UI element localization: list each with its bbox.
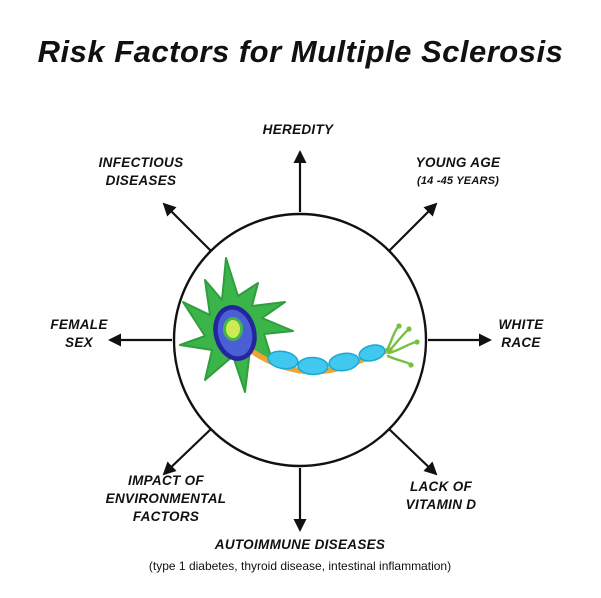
radiating-arrows: [108, 150, 492, 532]
arrow-bottom-left: [162, 428, 212, 476]
factor-label-autoimmune-diseases: AUTOIMMUNE DISEASES (type 1 diabetes, th…: [149, 536, 451, 573]
factor-line: LACK OF: [409, 479, 473, 494]
central-circle: [172, 212, 428, 468]
factor-label-female-sex: FEMALE SEX: [50, 316, 107, 352]
arrow-top-right: [388, 202, 438, 252]
factor-label-white-race: WHITE RACE: [499, 316, 544, 352]
factor-label-infectious-diseases: INFECTIOUS DISEASES: [99, 154, 184, 190]
arrow-top-left: [162, 202, 212, 252]
page-title: Risk Factors for Multiple Sclerosis: [37, 34, 564, 69]
arrow-bottom-right: [388, 428, 438, 476]
neuron-illustration: [179, 257, 420, 393]
neuron-nucleus: [223, 317, 243, 341]
factor-line: INFECTIOUS: [98, 155, 184, 170]
factor-line: RACE: [501, 335, 541, 350]
neuron-myelin-sheath: [267, 344, 386, 376]
factor-line-detail: (14 -45 YEARS): [416, 175, 500, 187]
factor-line: YOUNG AGE: [415, 155, 501, 170]
factor-line: VITAMIN D: [405, 497, 477, 512]
factor-line: FACTORS: [132, 509, 200, 524]
factor-line: AUTOIMMUNE DISEASES: [214, 537, 386, 552]
factor-label-heredity: HEREDITY: [263, 121, 334, 139]
factor-label-lack-of-vitamin-d: LACK OF VITAMIN D: [406, 478, 477, 514]
factor-label-environmental-factors: IMPACT OF ENVIRONMENTAL FACTORS: [106, 472, 227, 526]
factor-line: IMPACT OF: [128, 473, 204, 488]
neuron-axon-terminal: [385, 323, 420, 368]
factor-label-young-age: YOUNG AGE (14 -45 YEARS): [416, 154, 501, 190]
factor-line: HEREDITY: [262, 122, 334, 137]
factor-line: WHITE: [498, 317, 544, 332]
factor-line: DISEASES: [105, 173, 177, 188]
factor-line: FEMALE: [50, 317, 108, 332]
factor-subtitle: (type 1 diabetes, thyroid disease, intes…: [148, 559, 452, 573]
factor-line: ENVIRONMENTAL: [105, 491, 227, 506]
factor-line: SEX: [65, 335, 93, 350]
